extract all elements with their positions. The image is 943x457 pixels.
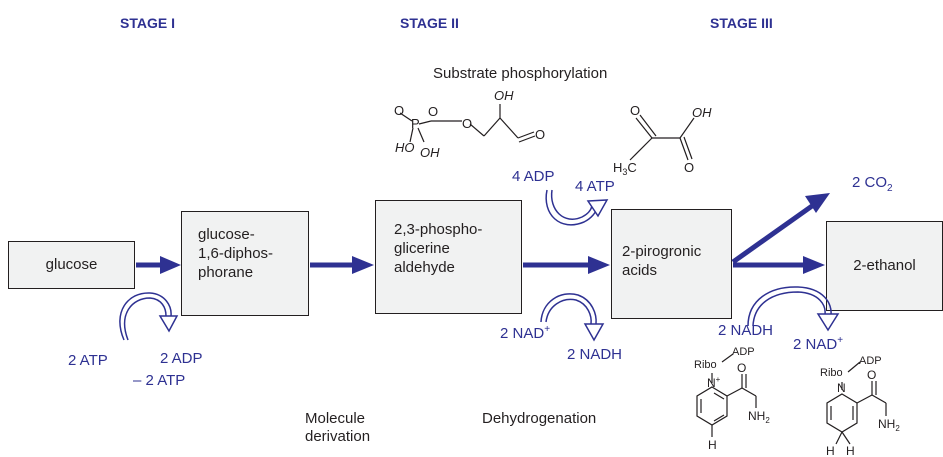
loop-arrow-adp-atp <box>545 189 609 226</box>
atp-in-label: 2 ATP <box>68 352 108 369</box>
loop-arrow-atp-adp <box>119 292 179 341</box>
gap-atom-ho: HO <box>395 140 415 155</box>
adp-in-label: 4 ADP <box>512 168 555 185</box>
substrate-phosphorylation-caption: Substrate phosphorylation <box>433 65 608 82</box>
arrow-glucose-to-diphosphorane <box>136 256 181 274</box>
arrow-aldehyde-to-pyruvic <box>523 256 610 274</box>
co2-label: 2 CO2 <box>852 174 893 194</box>
pyruvate-atom-o2: O <box>684 160 694 175</box>
nad-out-label: 2 NAD+ <box>793 335 844 353</box>
gap-atom-o2: O <box>428 104 438 119</box>
node-glucose-label: glucose <box>45 255 98 273</box>
nad-atom-o: O <box>737 361 746 375</box>
nad-atom-adp: ADP <box>732 346 755 358</box>
node-glucose-diphosphorane-label: glucose- 1,6-diphos- phorane <box>198 226 274 281</box>
node-phosphoglycerine-aldehyde: 2,3-phospho- glicerine aldehyde <box>375 200 522 314</box>
nadh-atom-h1: H <box>826 444 835 457</box>
nad-atom-nh2: NH2 <box>748 409 770 425</box>
gap-atom-p: P <box>411 116 420 131</box>
nadh-atom-o: O <box>867 368 876 382</box>
node-phosphoglycerine-aldehyde-label: 2,3-phospho- glicerine aldehyde <box>394 221 483 276</box>
arrow-diphosphorane-to-aldehyde <box>310 256 374 274</box>
gap-atom-oh2: OH <box>494 88 514 103</box>
nadh-atom-n: N <box>837 381 846 395</box>
nadh-atom-h2: H <box>846 444 855 457</box>
arrow-pyruvic-to-ethanol <box>733 256 825 274</box>
nadh-atom-ribo: Ribo <box>820 367 843 379</box>
stage-2-label: STAGE II <box>400 15 459 31</box>
dehydrogenation-caption: Dehydrogenation <box>482 410 597 427</box>
loop-arrow-nad-nadh <box>540 293 605 342</box>
node-ethanol-label: 2-ethanol <box>853 256 916 274</box>
gap-atom-o4: O <box>535 127 545 142</box>
nad-atom-n: N+ <box>707 375 721 390</box>
node-pyruvic-acids: 2-pirogronic acids <box>611 209 732 319</box>
glyceraldehyde-phosphate-structure: O P O HO OH O OH O <box>394 88 545 160</box>
adp-out-label: 2 ADP <box>160 350 203 367</box>
nad-in-label: 2 NAD+ <box>500 324 551 342</box>
node-glucose-diphosphorane: glucose- 1,6-diphos- phorane <box>181 211 309 316</box>
node-glucose: glucose <box>8 241 135 289</box>
molecule-derivation-caption: Molecule derivation <box>305 410 371 445</box>
pyruvic-acid-structure: H3C O OH O <box>613 103 712 177</box>
nad-atom-ribo: Ribo <box>694 359 717 371</box>
pyruvate-atom-oh: OH <box>692 105 712 120</box>
stage-1-label: STAGE I <box>120 15 175 31</box>
stage-3-label: STAGE III <box>710 15 773 31</box>
gap-atom-o1: O <box>394 103 404 118</box>
loop-arrow-nadh-nad <box>747 286 840 332</box>
atp-out-label: 4 ATP <box>575 178 615 195</box>
nad-atom-h: H <box>708 438 717 452</box>
pyruvate-atom-o1: O <box>630 103 640 118</box>
gap-atom-o3: O <box>462 116 472 131</box>
nadh-in-label: 2 NADH <box>718 322 774 339</box>
pyruvate-atom-h3c: H3C <box>613 160 637 177</box>
arrow-pyruvic-to-co2 <box>731 193 830 265</box>
nadh-atom-adp: ADP <box>859 355 882 367</box>
gap-atom-oh1: OH <box>420 145 440 160</box>
nadh-structure: Ribo ADP N O H H NH2 <box>820 355 900 457</box>
node-pyruvic-acids-label: 2-pirogronic acids <box>622 243 702 279</box>
nadh-out-label: 2 NADH <box>567 346 623 363</box>
node-ethanol: 2-ethanol <box>826 221 943 311</box>
nad-plus-structure: Ribo ADP N+ O H NH2 <box>694 346 770 452</box>
atp-net-label: – 2 ATP <box>133 372 186 389</box>
nadh-atom-nh2: NH2 <box>878 417 900 433</box>
